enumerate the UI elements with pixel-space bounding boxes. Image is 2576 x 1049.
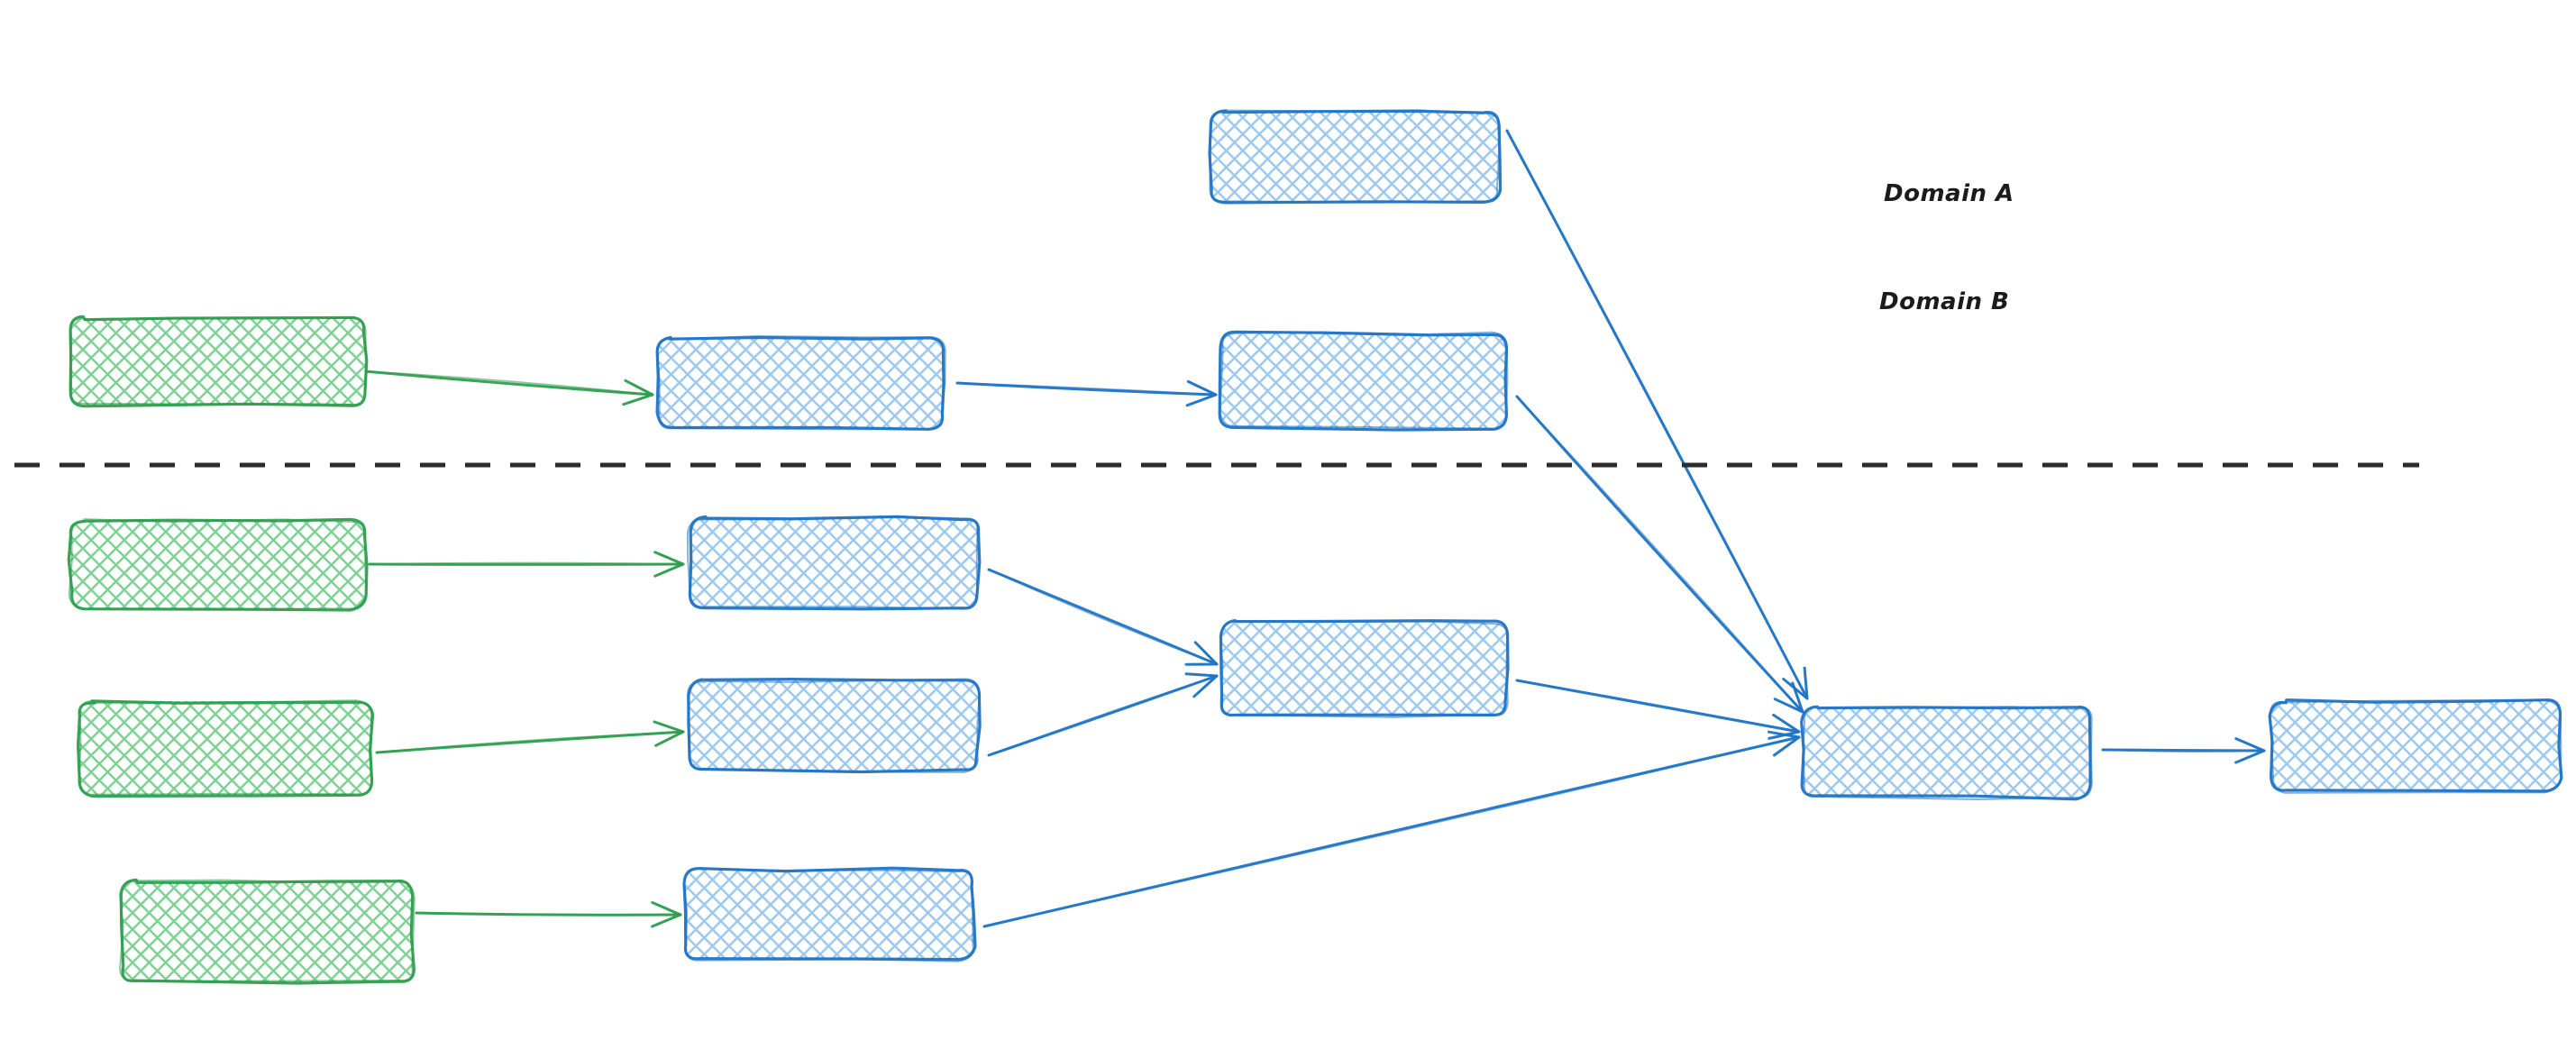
node-bB4[interactable] [1800,705,2093,801]
edge-bTop-to-bB4 [1505,129,1809,700]
node-g4[interactable] [119,878,416,985]
node-bB3[interactable] [1219,619,1510,718]
node-bB1[interactable] [686,515,982,611]
edge-g3-to-bB2 [375,720,685,754]
domain-a-label: Domain A [1884,180,2014,207]
edge-g2-to-bB1 [368,551,685,578]
node-bA2[interactable] [1218,330,1509,432]
node-g1[interactable] [69,315,369,408]
node-bTop[interactable] [1208,109,1503,205]
node-bB2[interactable] [686,678,982,774]
edge-bB6-to-bB4 [982,730,1801,928]
edge-bB1-to-bB3 [987,568,1219,666]
node-g3[interactable] [77,699,375,798]
edge-bA1-to-bA2 [955,379,1218,407]
node-bB6[interactable] [682,866,977,962]
node-g2[interactable] [67,517,369,612]
node-bA1[interactable] [655,335,946,431]
edge-bB3-to-bB4 [1515,679,1801,740]
node-bB5[interactable] [2268,698,2563,794]
edge-bA2-to-bB4 [1515,395,1804,714]
edge-bB2-to-bB3 [987,672,1219,757]
edge-bB4-to-bB5 [2101,737,2266,764]
edges-layer [363,129,2266,928]
nodes-layer [67,109,2563,985]
edge-g4-to-bB6 [415,901,682,928]
domain-b-label: Domain B [1879,288,2010,315]
edge-g1-to-bA1 [363,369,654,406]
